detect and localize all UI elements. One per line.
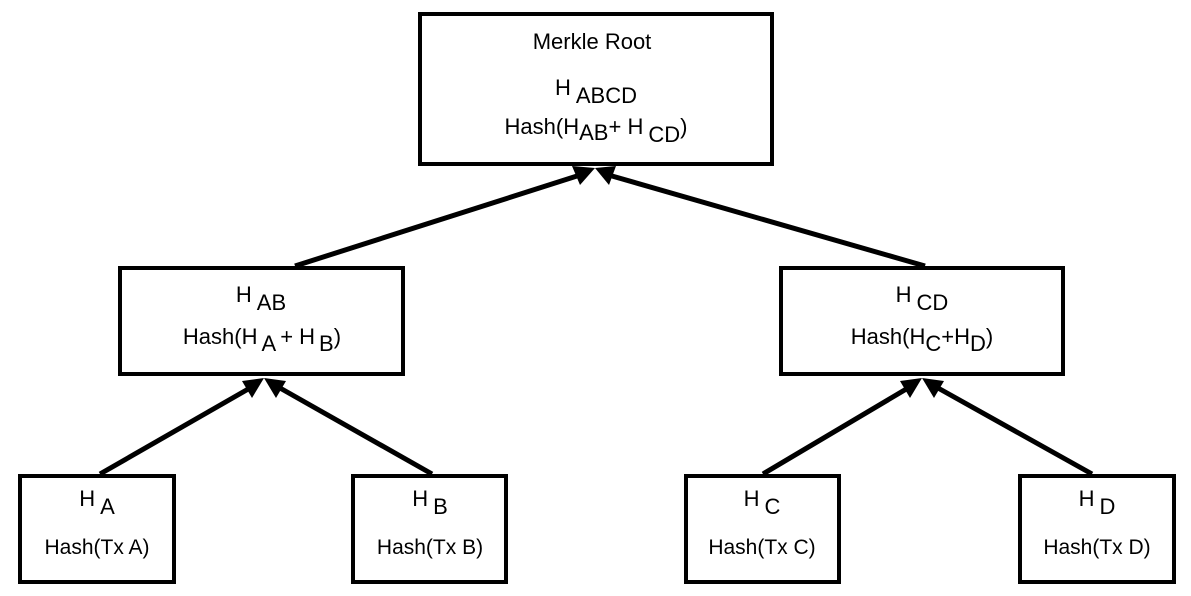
ha-formula: Hash(Tx A): [44, 536, 149, 559]
edge-ab-to-root: [294, 173, 578, 269]
edges: [98, 166, 1094, 477]
node-hb-box: [351, 474, 508, 584]
merkle-root-title: Merkle Root: [533, 29, 652, 54]
merkle-root-formula-suffix: ): [680, 114, 687, 139]
merkle-root-hash-sub: ABCD: [576, 83, 637, 108]
hcd-formula-prefix: Hash(H: [851, 324, 926, 349]
node-hd-box: [1018, 474, 1176, 584]
merkle-root-hash-main: H: [555, 75, 571, 100]
hab-formula-mid: + H: [280, 324, 315, 349]
arrowhead-cd-to-root: [595, 166, 616, 185]
edge-a-to-ab: [98, 385, 252, 477]
hd-hash-sub: D: [1100, 494, 1116, 519]
hab-formula-sub2: B: [319, 331, 334, 356]
hcd-formula-sub2: D: [970, 331, 986, 356]
arrowhead-c-to-cd: [900, 378, 922, 398]
hcd-hash-main: H: [896, 282, 912, 307]
hb-hash-sub: B: [433, 494, 448, 519]
edge-c-to-cd: [761, 385, 910, 477]
ha-hash-main: H: [79, 486, 95, 511]
edge-b-to-ab: [278, 385, 434, 477]
arrowhead-a-to-ab: [242, 378, 264, 398]
hab-formula-sub1: A: [262, 331, 277, 356]
hd-hash-main: H: [1079, 486, 1095, 511]
hb-formula: Hash(Tx B): [377, 536, 483, 559]
merkle-root-formula-sub2: CD: [648, 122, 680, 147]
hcd-formula-sub1: C: [925, 331, 941, 356]
node-merkle-root-box: [418, 12, 774, 166]
hab-hash-main: H: [236, 282, 252, 307]
hcd-formula: Hash(HC+HD): [851, 324, 993, 356]
merkle-root-formula-prefix: Hash(H: [505, 114, 580, 139]
hc-hash-sub: C: [765, 494, 781, 519]
hc-formula: Hash(Tx C): [708, 536, 815, 559]
hd-formula: Hash(Tx D): [1043, 536, 1150, 559]
node-hcd-box: [779, 266, 1065, 376]
node-ha-box: [18, 474, 176, 584]
hb-hash-main: H: [412, 486, 428, 511]
merkle-root-formula-mid: + H: [608, 114, 643, 139]
hcd-formula-mid: +H: [941, 324, 970, 349]
arrowhead-d-to-cd: [922, 378, 944, 398]
hcd-hash-sub: CD: [917, 290, 949, 315]
hab-formula-suffix: ): [334, 324, 341, 349]
hcd-formula-suffix: ): [986, 324, 993, 349]
node-hc-box: [684, 474, 841, 584]
merkle-root-formula-sub1: AB: [579, 120, 608, 145]
edge-cd-to-root: [611, 173, 926, 269]
arrowhead-b-to-ab: [264, 378, 286, 398]
node-hab-box: [118, 266, 405, 376]
hc-hash-main: H: [744, 486, 760, 511]
edge-d-to-cd: [936, 385, 1094, 477]
hab-formula-prefix: Hash(H: [183, 324, 258, 349]
ha-hash-sub: A: [100, 494, 115, 519]
arrowhead-ab-to-root: [572, 166, 595, 185]
hab-hash-sub: AB: [257, 290, 286, 315]
